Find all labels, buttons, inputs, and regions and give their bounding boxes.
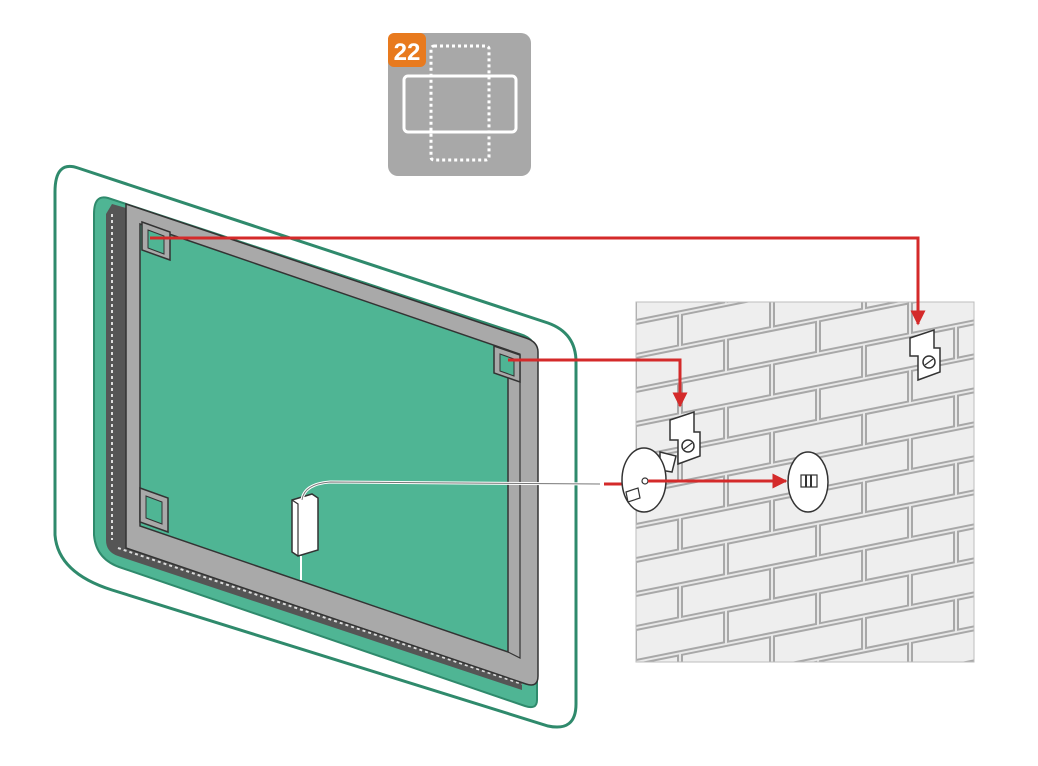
brick	[1004, 335, 1038, 383]
frame-notch-top-left	[141, 220, 171, 262]
brick	[820, 236, 908, 284]
badge-background	[388, 33, 531, 176]
brick	[682, 229, 770, 277]
brick	[958, 174, 1038, 222]
brick	[957, 459, 974, 495]
brick	[681, 499, 771, 551]
brick	[866, 192, 954, 240]
brick	[728, 186, 816, 234]
wall-socket	[787, 451, 829, 513]
driver-box	[291, 493, 319, 580]
brick	[912, 149, 1000, 197]
brick	[865, 531, 955, 582]
brick	[819, 370, 909, 421]
brick	[636, 586, 679, 628]
brick	[865, 302, 902, 310]
brick	[1004, 267, 1038, 315]
brick	[1004, 607, 1038, 655]
brick	[640, 654, 679, 662]
brick	[957, 323, 974, 359]
brick	[865, 395, 955, 446]
brick	[957, 527, 974, 563]
brick	[1004, 471, 1038, 519]
brick	[911, 561, 974, 607]
step-badge: 22	[388, 33, 531, 176]
brick	[1004, 539, 1038, 587]
brick	[820, 168, 908, 216]
brick	[865, 599, 955, 650]
brick	[1004, 131, 1038, 179]
brick	[636, 382, 679, 424]
led-strip-bottom	[117, 547, 523, 685]
guide-arrows	[150, 236, 926, 489]
brick	[636, 518, 679, 560]
brick	[681, 567, 771, 619]
brick	[865, 463, 955, 514]
brick	[819, 642, 909, 662]
brick	[773, 617, 863, 662]
brick	[727, 320, 817, 371]
mounting-bracket-center	[669, 410, 701, 466]
brick	[636, 204, 724, 252]
arrow-top-left-to-bracket	[150, 236, 926, 326]
brick	[636, 611, 725, 662]
brick	[819, 506, 909, 557]
brick	[681, 431, 771, 483]
mounting-bracket-top-right	[909, 328, 941, 382]
brick	[911, 629, 974, 662]
mirror	[53, 165, 578, 729]
arrow-top-right-to-bracket	[508, 358, 688, 408]
brick-wall	[544, 131, 1038, 728]
brick	[912, 217, 1000, 265]
frame-notch-bottom-left	[139, 486, 169, 534]
brick	[773, 413, 863, 464]
brick	[1004, 403, 1038, 451]
brick	[727, 592, 817, 643]
brick	[681, 635, 771, 662]
brick	[727, 388, 817, 439]
brick	[544, 223, 632, 271]
brick	[819, 302, 909, 353]
brick	[957, 595, 974, 631]
landscape-portrait-orientation-icon	[402, 44, 518, 162]
brick	[681, 302, 771, 347]
brick	[958, 242, 1038, 290]
brick	[636, 680, 724, 728]
brick	[773, 549, 863, 600]
brick	[636, 314, 679, 356]
badge-number-box	[388, 33, 426, 67]
brick	[957, 391, 974, 427]
brick	[819, 574, 909, 625]
brick	[636, 543, 725, 594]
brick	[727, 524, 817, 575]
step-number: 22	[394, 39, 421, 66]
brick	[911, 493, 974, 539]
brick	[727, 302, 732, 303]
brick	[911, 425, 974, 471]
brick	[810, 660, 817, 662]
brick	[590, 248, 678, 296]
brick	[773, 302, 863, 328]
brick	[774, 211, 862, 259]
brick	[773, 345, 863, 396]
brick	[1004, 199, 1038, 247]
